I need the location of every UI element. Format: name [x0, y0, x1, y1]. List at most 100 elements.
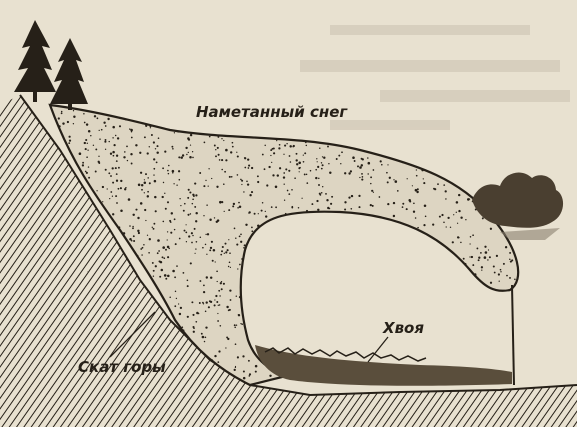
snow-speckle: [424, 205, 427, 208]
snow-speckle: [187, 137, 190, 140]
snow-speckle: [371, 190, 373, 192]
snow-speckle: [107, 118, 109, 120]
snow-speckle: [133, 240, 135, 242]
snow-speckle: [244, 167, 246, 169]
snow-speckle: [141, 184, 143, 186]
snow-speckle: [137, 217, 139, 219]
snow-speckle: [370, 204, 372, 206]
snow-speckle: [408, 199, 411, 202]
snow-speckle: [303, 155, 304, 156]
snow-speckle: [142, 122, 144, 124]
snow-speckle: [157, 252, 159, 254]
cave-right-wall: [512, 285, 514, 385]
snow-speckle: [199, 280, 201, 282]
snow-speckle: [235, 343, 237, 345]
snow-speckle: [348, 196, 350, 198]
snow-speckle: [215, 295, 217, 297]
snow-speckle: [241, 184, 242, 185]
snow-speckle: [227, 249, 229, 251]
snow-speckle: [167, 231, 168, 232]
snow-speckle: [113, 144, 115, 146]
snow-speckle: [204, 341, 206, 343]
snow-speckle: [137, 230, 139, 232]
snow-speckle: [458, 237, 460, 239]
snow-speckle: [509, 277, 511, 279]
snow-speckle: [481, 269, 482, 270]
snow-speckle: [88, 166, 89, 167]
snow-speckle: [283, 154, 284, 155]
snow-speckle: [107, 188, 108, 189]
snow-speckle: [298, 162, 301, 165]
snow-speckle: [289, 155, 291, 157]
snow-speckle: [330, 203, 332, 205]
snow-speckle: [296, 159, 298, 161]
snow-speckle: [147, 235, 148, 236]
snow-speckle: [277, 174, 279, 176]
snow-speckle: [202, 247, 204, 249]
snow-speckle: [386, 172, 388, 174]
snow-speckle: [155, 148, 156, 149]
snow-speckle: [304, 152, 306, 154]
snow-speckle: [257, 225, 260, 228]
snow-speckle: [99, 130, 100, 131]
snow-speckle: [112, 126, 115, 129]
snow-speckle: [137, 255, 139, 257]
snow-speckle: [176, 184, 177, 185]
snow-speckle: [164, 193, 165, 194]
snow-speckle: [241, 323, 243, 325]
snow-speckle: [266, 184, 268, 186]
snow-speckle: [82, 164, 84, 166]
snow-speckle: [207, 233, 209, 235]
snow-speckle: [240, 233, 242, 235]
snow-speckle: [219, 304, 220, 305]
snow-speckle: [224, 211, 225, 212]
snow-speckle: [140, 248, 142, 250]
snow-speckle: [223, 183, 225, 185]
snow-speckle: [116, 155, 118, 157]
snow-speckle: [498, 273, 500, 275]
snow-speckle: [211, 241, 213, 243]
snow-speckle: [445, 198, 446, 199]
snow-speckle: [251, 191, 253, 193]
snow-speckle: [465, 219, 466, 220]
snow-speckle: [145, 173, 147, 175]
snow-speckle: [389, 177, 391, 179]
snow-speckle: [163, 257, 165, 259]
snow-speckle: [103, 122, 105, 124]
snow-speckle: [358, 195, 360, 197]
snow-speckle: [306, 145, 308, 147]
snow-speckle: [195, 212, 197, 214]
snow-speckle: [271, 162, 272, 163]
snow-speckle: [162, 167, 164, 169]
snow-speckle: [276, 140, 277, 141]
snow-speckle: [153, 141, 155, 143]
snow-speckle: [208, 185, 209, 186]
snow-speckle: [105, 125, 107, 127]
snow-speckle: [214, 304, 216, 306]
snow-speckle: [135, 144, 137, 146]
snow-speckle: [88, 177, 90, 179]
snow-speckle: [494, 272, 496, 274]
snow-speckle: [119, 125, 121, 127]
snow-speckle: [233, 203, 235, 205]
snow-speckle: [221, 250, 223, 252]
snow-speckle: [291, 207, 293, 209]
snow-speckle: [469, 256, 470, 257]
snow-speckle: [203, 185, 205, 187]
snow-speckle: [144, 192, 145, 193]
snow-speckle: [243, 370, 245, 372]
snow-speckle: [83, 113, 85, 115]
snow-speckle: [164, 274, 167, 277]
snow-speckle: [85, 171, 87, 173]
snow-speckle: [139, 152, 141, 154]
snow-speckle: [218, 154, 220, 156]
snow-speckle: [213, 249, 216, 252]
label-spruce-boughs: Хвоя: [382, 319, 424, 337]
snow-speckle: [367, 173, 368, 174]
snow-speckle: [493, 265, 495, 267]
snow-speckle: [158, 250, 160, 252]
snow-speckle: [187, 316, 189, 318]
snow-speckle: [291, 189, 293, 191]
snow-speckle: [172, 170, 175, 173]
snow-speckle: [143, 244, 145, 246]
